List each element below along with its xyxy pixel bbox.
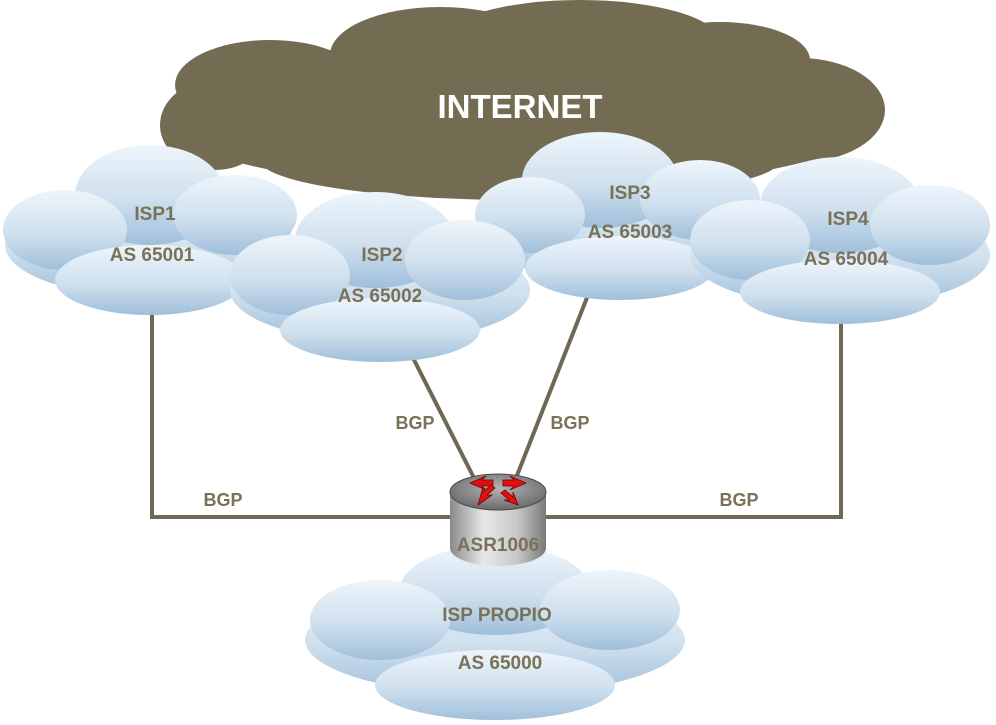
own-isp-cloud (305, 545, 685, 720)
isp4-as: AS 65004 (804, 249, 889, 270)
link-isp3 (514, 289, 592, 479)
isp1-name: ISP1 (134, 204, 176, 225)
router-label: ASR1006 (457, 535, 539, 556)
isp3-name: ISP3 (609, 183, 650, 204)
isp1-as: AS 65001 (110, 245, 195, 266)
own-isp-as: AS 65000 (458, 653, 543, 674)
link-label-isp2: BGP (395, 413, 434, 433)
link-label-isp1: BGP (203, 490, 242, 510)
link-isp2 (408, 351, 476, 479)
link-isp1 (150, 305, 455, 519)
link-label-isp3: BGP (550, 413, 589, 433)
own-isp-name: ISP PROPIO (442, 605, 551, 626)
router-icon (449, 473, 547, 566)
isp3-as: AS 65003 (588, 222, 673, 243)
isp-cloud-4 (690, 157, 990, 324)
isp2-name: ISP2 (361, 245, 402, 266)
links (150, 289, 843, 519)
isp-cloud-2 (230, 192, 530, 362)
internet-label: INTERNET (438, 88, 603, 125)
isp-cloud-1 (3, 145, 297, 315)
isp4-name: ISP4 (827, 209, 869, 230)
link-label-isp4: BGP (719, 490, 758, 510)
link-isp4 (545, 315, 843, 519)
isp2-as: AS 65002 (338, 286, 423, 307)
